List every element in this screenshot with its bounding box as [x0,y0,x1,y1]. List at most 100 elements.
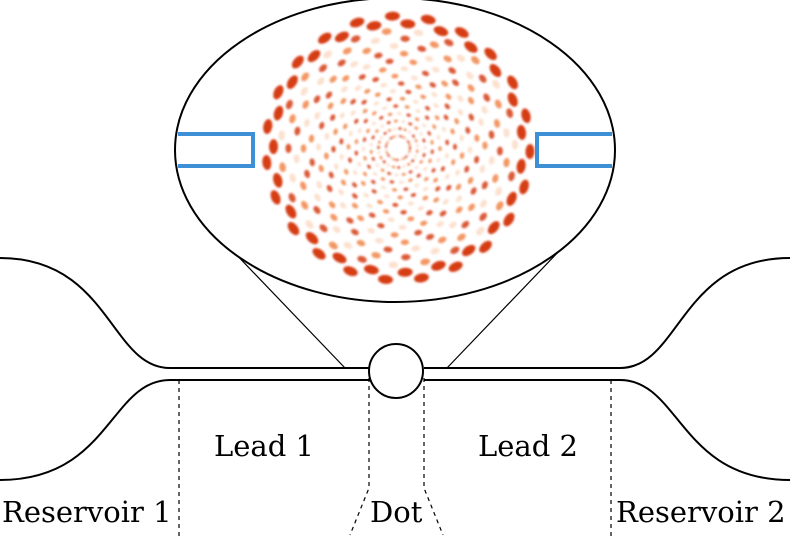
density-lobe [362,108,368,114]
density-lobe [455,169,461,176]
density-lobe [404,105,410,109]
density-lobe [492,174,499,183]
density-lobe [348,130,353,137]
density-lobe [319,121,325,130]
density-lobe [391,188,398,192]
density-lobe [371,111,377,116]
density-lobe [439,210,447,217]
density-lobe [385,151,389,155]
density-lobe [457,233,466,241]
density-lobe [478,74,487,83]
density-lobe [366,128,370,134]
density-lobe [371,252,381,259]
density-lobe [369,142,373,147]
density-lobe [341,86,348,93]
density-lobe [521,108,531,124]
density-lobe [338,188,344,196]
density-lobe [420,258,430,266]
density-lobe [511,139,519,150]
density-lobe [489,63,502,77]
density-lobe [305,220,314,229]
density-lobe [294,126,301,136]
density-lobe [285,143,292,154]
density-lobe [289,173,296,183]
density-lobe [478,118,484,127]
density-lobe [492,79,500,89]
density-lobe [423,166,428,172]
density-lobe [363,155,367,161]
density-lobe [467,97,475,105]
density-lobe [354,139,359,145]
density-lobe [434,115,440,121]
density-lobe [301,200,309,210]
density-lobe [374,52,383,59]
density-lobe [386,163,391,167]
density-lobe [480,199,487,208]
density-lobe [436,157,441,163]
density-lobe [343,123,348,130]
density-lobe [494,99,502,109]
density-lobe [363,118,368,124]
density-lobe [404,137,408,141]
density-lobe [354,150,359,156]
density-lobe [457,95,464,102]
density-lobe [397,81,405,86]
density-lobe [455,183,462,191]
density-lobe [415,149,419,154]
density-lobe [479,212,487,221]
density-lobe [378,140,381,144]
density-lobe [382,209,390,214]
density-lobe [456,54,466,63]
density-lobe [380,185,386,190]
density-lobe [414,183,420,188]
density-lobe [384,11,400,21]
density-lobe [466,71,474,80]
density-lobe [406,152,410,156]
density-lobe [503,128,510,138]
density-lobe [325,91,333,99]
density-lobe [357,161,362,167]
density-lobe [330,114,336,121]
density-lobe [437,236,447,244]
density-lobe [408,143,411,147]
density-lobe [432,124,437,130]
density-lobe [444,38,454,47]
density-lobe [318,32,332,44]
density-lobe [419,131,423,136]
density-lobe [302,100,309,109]
density-lobe [459,152,465,159]
density-lobe [400,35,410,42]
density-lobe [331,145,336,153]
density-lobe [416,144,419,148]
density-lobe [367,227,376,234]
density-lobe [383,131,387,135]
density-lobe [377,150,381,155]
density-lobe [373,101,379,106]
density-lobe [414,139,418,143]
density-lobe [269,139,279,155]
density-lobe [273,85,284,100]
density-lobe [403,187,409,192]
density-lobe [352,170,358,176]
density-lobe [465,126,471,134]
density-lobe [354,85,362,91]
density-lobe [423,145,427,150]
density-lobe [361,99,367,105]
density-lobe [319,224,328,233]
density-lobe [323,50,333,59]
density-lobe [360,180,366,186]
density-lobe [493,119,501,128]
density-lobe [324,152,329,160]
lead-frame-right [535,132,612,168]
density-lobe [278,130,285,141]
density-lobe [401,172,406,176]
density-lobe [366,203,373,209]
density-lobe [351,202,359,209]
density-lobe [427,131,431,136]
density-lobe [304,169,311,179]
density-lobe [414,154,418,159]
density-lobe [407,216,415,222]
dot-circle [368,343,424,399]
density-lobe [464,165,470,173]
